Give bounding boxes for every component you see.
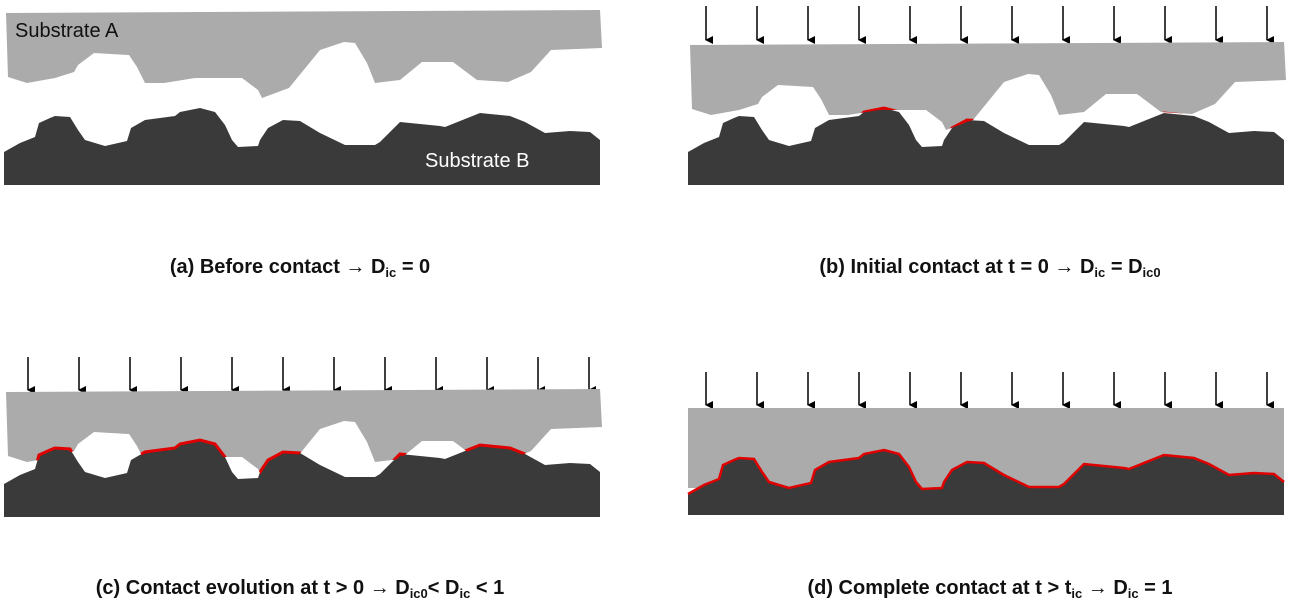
load-arrows [27,357,596,394]
load-arrows [705,372,1274,409]
substrate-b-shape [4,108,600,185]
panel-d [686,372,1286,515]
substrate-b-shape [688,108,1284,185]
substrate-a-shape [690,42,1286,130]
substrate-a-label: Substrate A [15,20,119,42]
panel-b [688,6,1286,185]
caption-b: (b) Initial contact at t = 0 → Dic = Dic… [819,256,1161,280]
substrate-b-shape [4,440,600,517]
substrate-b-label: Substrate B [425,150,530,172]
caption-a: (a) Before contact → Dic = 0 [169,256,431,280]
caption-c: (c) Contact evolution at t > 0 → Dic0< D… [95,577,505,601]
caption-d: (d) Complete contact at t > tic → Dic = … [807,577,1173,601]
panel-c [4,357,602,517]
load-arrows [705,6,1274,44]
